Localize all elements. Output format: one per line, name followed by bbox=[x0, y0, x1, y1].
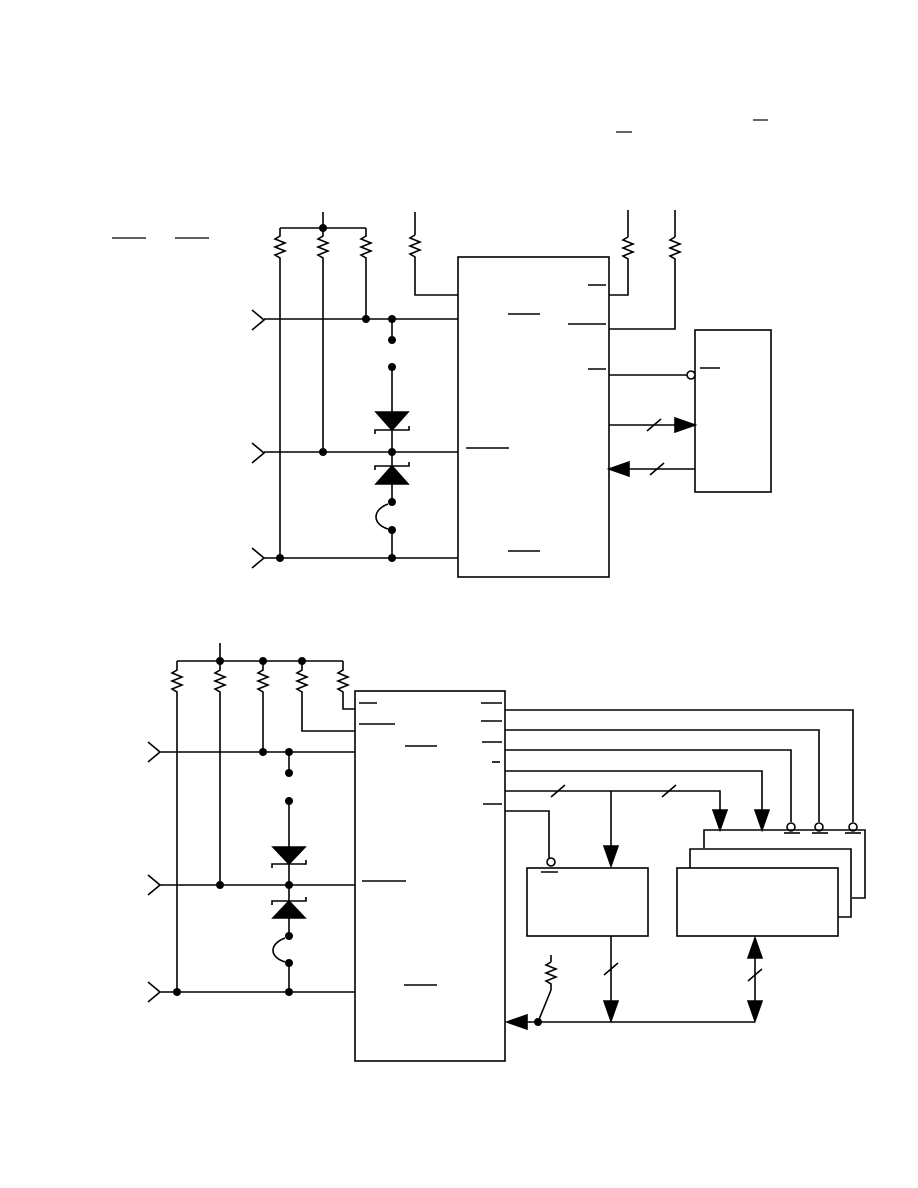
zener-diode-d4 bbox=[271, 897, 307, 919]
resistor-r3 bbox=[358, 228, 374, 262]
resistor-r10 bbox=[294, 661, 310, 697]
junction-dot bbox=[173, 988, 181, 996]
junction-dot bbox=[285, 932, 293, 940]
resistor-r4 bbox=[407, 234, 423, 262]
resistor-r1 bbox=[272, 228, 288, 262]
junction-dot bbox=[298, 657, 306, 665]
jumper bbox=[375, 503, 389, 530]
junction-dot bbox=[259, 657, 267, 665]
zener-diode-d1 bbox=[374, 411, 410, 434]
junction-dot bbox=[259, 748, 267, 756]
resistor-r2 bbox=[315, 228, 331, 262]
resistor-r5 bbox=[620, 236, 636, 264]
zener-diode-d3 bbox=[271, 846, 307, 868]
resistor-r7 bbox=[169, 661, 185, 697]
peripheral-block bbox=[694, 329, 772, 493]
connector-j2 bbox=[251, 442, 266, 464]
connector-j4 bbox=[147, 741, 162, 763]
connector-j1 bbox=[251, 309, 266, 331]
junction-dot bbox=[285, 988, 293, 996]
junction-dots bbox=[173, 224, 542, 1026]
resistor-r11 bbox=[335, 661, 351, 697]
connector-j6 bbox=[147, 981, 162, 1003]
lower-schematic bbox=[147, 643, 866, 1062]
junction-dot bbox=[388, 448, 396, 456]
ic-overbars bbox=[359, 702, 502, 986]
resistor-r12 bbox=[543, 961, 559, 990]
junction-dot bbox=[216, 881, 224, 889]
junction-dot bbox=[388, 554, 396, 562]
junction-dot bbox=[319, 448, 327, 456]
junction-dot bbox=[285, 959, 293, 967]
interface-ic bbox=[354, 690, 506, 1062]
junction-dot bbox=[388, 363, 396, 371]
header-overbars bbox=[112, 119, 768, 239]
stacked-device-blocks bbox=[676, 829, 866, 937]
junction-dot bbox=[285, 797, 293, 805]
junction-dot bbox=[534, 1018, 542, 1026]
junction-dot bbox=[276, 554, 284, 562]
junction-dot bbox=[388, 498, 396, 506]
junction-dot bbox=[285, 769, 293, 777]
zener-diode-d2 bbox=[374, 462, 410, 485]
jumper bbox=[272, 937, 286, 963]
junction-dot bbox=[388, 336, 396, 344]
junction-dot bbox=[388, 526, 396, 534]
junction-dot bbox=[388, 315, 396, 323]
interface-ic bbox=[457, 256, 610, 578]
junction-dot bbox=[285, 881, 293, 889]
junction-dot bbox=[319, 224, 327, 232]
connector-j3 bbox=[251, 547, 266, 569]
connector-j5 bbox=[147, 874, 162, 896]
junction-dot bbox=[285, 748, 293, 756]
upper-schematic bbox=[251, 210, 772, 578]
peripheral-block bbox=[526, 867, 649, 937]
resistor-r6 bbox=[667, 236, 683, 264]
resistor-r8 bbox=[212, 661, 228, 697]
junction-dot bbox=[216, 657, 224, 665]
ic-overbars bbox=[466, 284, 606, 552]
junction-dot bbox=[362, 315, 370, 323]
resistor-r9 bbox=[255, 661, 271, 697]
